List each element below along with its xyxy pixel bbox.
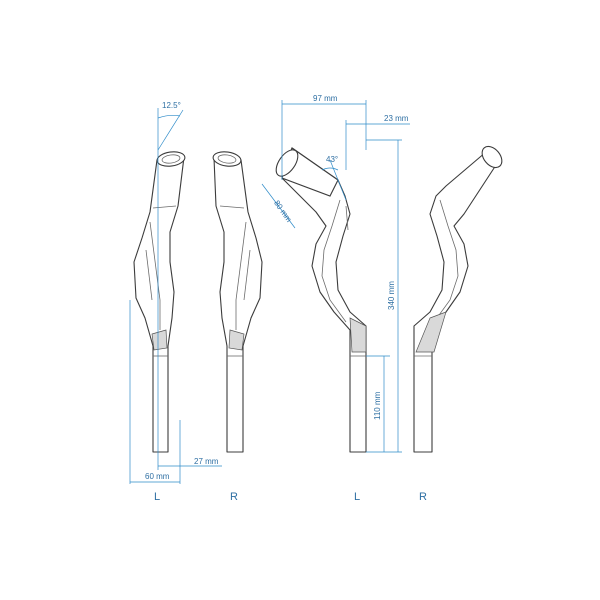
dimension-top-reach: 97 mm [281, 94, 367, 180]
dimension-top-offset: 23 mm [345, 114, 410, 170]
dimension-tube-length: 80 mm [261, 183, 296, 229]
label-front-right: R [230, 491, 238, 503]
label-side-left: L [354, 491, 360, 503]
front-view-left-part [133, 151, 186, 453]
total-height-text: 340 mm [387, 281, 396, 310]
dimension-offset-right: 27 mm [158, 457, 222, 467]
side-view-right-part [413, 145, 503, 453]
label-side-right: R [419, 491, 427, 503]
top-offset-text: 23 mm [384, 114, 409, 123]
dimension-total-height: 340 mm [366, 139, 402, 453]
top-reach-text: 97 mm [313, 94, 338, 103]
angle-side-text: 43° [326, 155, 338, 164]
dimension-angle-side: 43° [321, 155, 347, 201]
dimension-lower-height: 110 mm [366, 355, 390, 452]
tube-length-text: 80 mm [272, 199, 294, 224]
dimension-angle-left: 12.5° [157, 101, 184, 470]
lower-height-text: 110 mm [373, 391, 382, 420]
front-view-right-part [212, 151, 263, 453]
dimension-width-left: 60 mm [129, 300, 181, 484]
label-front-left: L [154, 491, 160, 503]
angle-left-text: 12.5° [162, 101, 181, 110]
offset-right-text: 27 mm [194, 457, 219, 466]
side-view-left-part [275, 147, 367, 453]
width-left-text: 60 mm [145, 472, 170, 481]
